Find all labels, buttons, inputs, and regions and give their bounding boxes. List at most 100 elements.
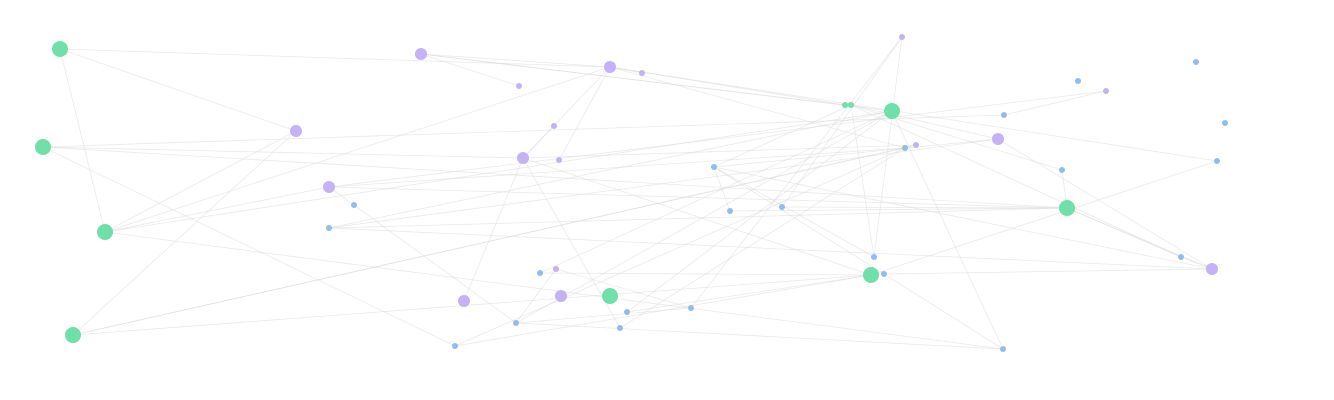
node-purple-p16[interactable] [1206, 263, 1218, 275]
edge-b19-b22 [515, 322, 1004, 350]
edge-g8-b15 [1066, 207, 1182, 258]
edge-g3-p5 [104, 130, 297, 233]
node-blue-b20[interactable] [617, 325, 623, 331]
edge-b8-b22 [713, 166, 1004, 350]
node-green-g6[interactable] [848, 102, 854, 108]
edge-g7-b12 [328, 110, 893, 229]
node-purple-p14[interactable] [458, 295, 470, 307]
node-purple-p10[interactable] [899, 34, 905, 40]
edge-p2-b5 [609, 66, 1218, 162]
node-blue-b3[interactable] [1001, 112, 1007, 118]
node-green-g5[interactable] [842, 102, 848, 108]
edge-g3-g7 [104, 110, 893, 233]
node-blue-b12[interactable] [326, 225, 332, 231]
node-purple-p13[interactable] [913, 142, 919, 148]
edge-g2-b21 [42, 146, 456, 347]
edge-p2-p8 [558, 66, 611, 161]
edge-p16-b14 [883, 268, 1213, 275]
edge-g8-b9 [729, 207, 1068, 212]
edge-p10-b10 [781, 36, 903, 208]
edge-p16-b12 [328, 227, 1213, 270]
edge-g1-g3 [59, 48, 106, 233]
edge-g7-b17 [626, 110, 893, 313]
node-blue-b17[interactable] [624, 309, 630, 315]
edge-p10-b13 [873, 36, 903, 258]
node-blue-b21[interactable] [452, 343, 458, 349]
edge-g2-g8 [42, 146, 1068, 209]
node-blue-b18[interactable] [688, 305, 694, 311]
node-green-g3[interactable] [97, 224, 113, 240]
edge-g4-p5 [72, 130, 297, 336]
node-blue-b2[interactable] [1075, 78, 1081, 84]
edge-b8-b9 [713, 166, 731, 212]
node-blue-b11[interactable] [351, 202, 357, 208]
node-green-g9[interactable] [863, 267, 879, 283]
node-green-g8[interactable] [1059, 200, 1075, 216]
node-blue-b19[interactable] [513, 320, 519, 326]
edge-p7-p6 [522, 125, 555, 159]
edge-b6-b21 [454, 147, 906, 347]
edge-p9-g8 [328, 186, 1068, 209]
node-green-g4[interactable] [65, 327, 81, 343]
node-blue-b5[interactable] [1214, 158, 1220, 164]
node-blue-b22[interactable] [1000, 346, 1006, 352]
edge-g2-p7 [42, 146, 524, 159]
edge-g6-b13 [850, 104, 875, 258]
edge-p7-p13 [522, 144, 917, 159]
node-purple-p15[interactable] [553, 266, 559, 272]
edge-p12-g6 [850, 104, 999, 140]
edge-p7-p14 [463, 157, 524, 302]
edge-g2-b3 [42, 114, 1005, 148]
node-blue-b15[interactable] [1178, 254, 1184, 260]
edge-g6-b15 [850, 104, 1182, 258]
edge-g4-b14 [72, 273, 885, 336]
node-blue-b7[interactable] [1059, 167, 1065, 173]
node-purple-p12[interactable] [992, 133, 1004, 145]
node-blue-b14[interactable] [881, 271, 887, 277]
edge-p1-p2 [420, 53, 611, 68]
node-purple-p3[interactable] [516, 83, 522, 89]
edge-g8-b12 [328, 207, 1068, 229]
node-purple-p7[interactable] [517, 152, 529, 164]
node-green-g7[interactable] [884, 103, 900, 119]
edge-g9-b17 [626, 274, 872, 313]
node-blue-b6[interactable] [902, 145, 908, 151]
edge-p1-p3 [420, 53, 520, 87]
edge-b6-b20 [619, 147, 906, 329]
node-green-g10[interactable] [602, 288, 618, 304]
node-purple-p2[interactable] [604, 61, 616, 73]
edge-p12-b12 [328, 138, 999, 229]
node-purple-p5[interactable] [290, 125, 302, 137]
node-purple-p8[interactable] [556, 157, 562, 163]
node-blue-b16[interactable] [537, 270, 543, 276]
edge-g3-p2 [104, 66, 611, 233]
node-blue-b9[interactable] [727, 208, 733, 214]
edge-g6-b7 [850, 104, 1063, 171]
edge-g8-b10 [781, 206, 1068, 209]
edge-p16-b8 [713, 166, 1213, 270]
edge-g1-p2 [59, 48, 611, 68]
node-blue-b10[interactable] [779, 204, 785, 210]
node-purple-p11[interactable] [1103, 88, 1109, 94]
node-blue-b13[interactable] [871, 254, 877, 260]
node-blue-b8[interactable] [711, 164, 717, 170]
edges-layer [42, 36, 1218, 350]
node-green-g2[interactable] [35, 139, 51, 155]
edge-p12-b8 [713, 138, 999, 168]
edge-g3-p9 [104, 186, 330, 233]
node-purple-p6[interactable] [551, 123, 557, 129]
node-blue-b1[interactable] [1193, 59, 1199, 65]
node-purple-p17[interactable] [555, 290, 567, 302]
edge-b5-g9 [870, 160, 1218, 276]
edge-p7-g9 [522, 157, 872, 276]
edge-p12-p16 [997, 138, 1213, 270]
node-purple-p1[interactable] [415, 48, 427, 60]
node-purple-p9[interactable] [323, 181, 335, 193]
edge-g6-b8 [713, 104, 852, 168]
edge-p11-b3 [1003, 90, 1107, 116]
node-green-g1[interactable] [52, 41, 68, 57]
edge-b18-b19 [515, 307, 692, 324]
node-blue-b4[interactable] [1222, 120, 1228, 126]
node-purple-p4[interactable] [639, 70, 645, 76]
